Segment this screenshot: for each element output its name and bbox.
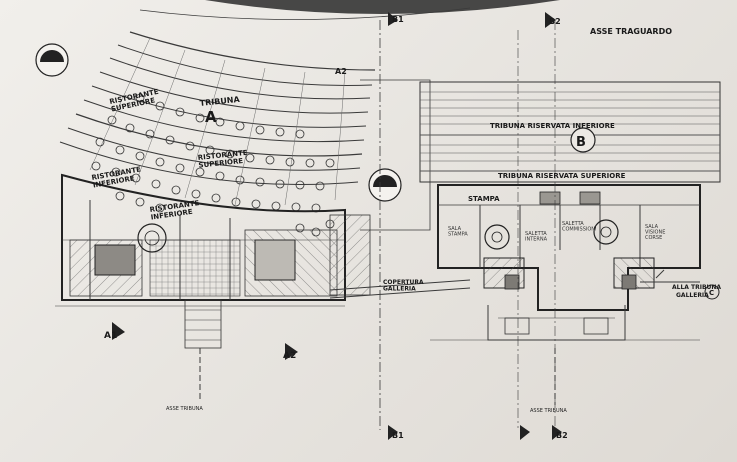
label-sector-a: A (205, 108, 217, 126)
label-tribuna-a: TRIBUNA (199, 95, 241, 108)
label-ristorante-superiore-2: RISTORANTESUPERIORE (197, 149, 249, 170)
label-ristorante-superiore: RISTORANTESUPERIORE (109, 88, 161, 114)
label-tribuna-riservata-superiore: TRIBUNA RISERVATA SUPERIORE (498, 172, 626, 180)
section-marker-a2 (285, 343, 298, 360)
label-tribuna-riservata-inferiore: TRIBUNA RISERVATA INFERIORE (490, 122, 615, 130)
label-galleria: GALLERIA (676, 292, 709, 299)
label-section-c: C (709, 289, 714, 297)
spiral-stair-b1 (484, 224, 510, 250)
label-section-a2: A2 (283, 351, 296, 361)
label-section-b2-top: B2 (549, 17, 561, 26)
label-asse-traguardo: ASSE TRAGUARDO (590, 27, 672, 36)
label-section-a1: A1 (104, 331, 117, 341)
sector-a-building-outline (61, 173, 346, 301)
copertura-galleria (329, 79, 471, 299)
label-sector-b: B (576, 135, 586, 150)
label-alla-tribuna: ALLA TRIBUNA (672, 284, 721, 291)
label-asse-tribuna-a: ASSE TRIBUNA (166, 406, 203, 412)
marker-c (704, 284, 720, 300)
section-marker-a1 (112, 322, 125, 340)
sector-b-building-outline (437, 184, 701, 311)
label-stampa: STAMPA (468, 195, 500, 203)
sector-b-plan (379, 20, 721, 430)
sector-a-plan (35, 31, 376, 402)
label-section-b1-bottom: B1 (392, 431, 404, 440)
compass-emblem-a (35, 43, 69, 77)
label-section-b1-top: B1 (392, 15, 404, 24)
label-section-b2-bottom: B2 (556, 431, 568, 440)
sector-a-stand-rows (59, 31, 376, 206)
entrance-steps-a (184, 299, 222, 349)
spiral-stair-a (137, 223, 167, 253)
tribuna-riservata-block (419, 81, 721, 183)
label-ristorante-inferiore-2: RISTORANTEINFERIORE (149, 199, 201, 222)
top-roof-band (205, 0, 560, 14)
spiral-stair-b2 (593, 219, 619, 245)
label-section-a2-top: A2 (335, 67, 347, 76)
label-asse-tribuna-b: ASSE TRIBUNA (530, 408, 567, 414)
